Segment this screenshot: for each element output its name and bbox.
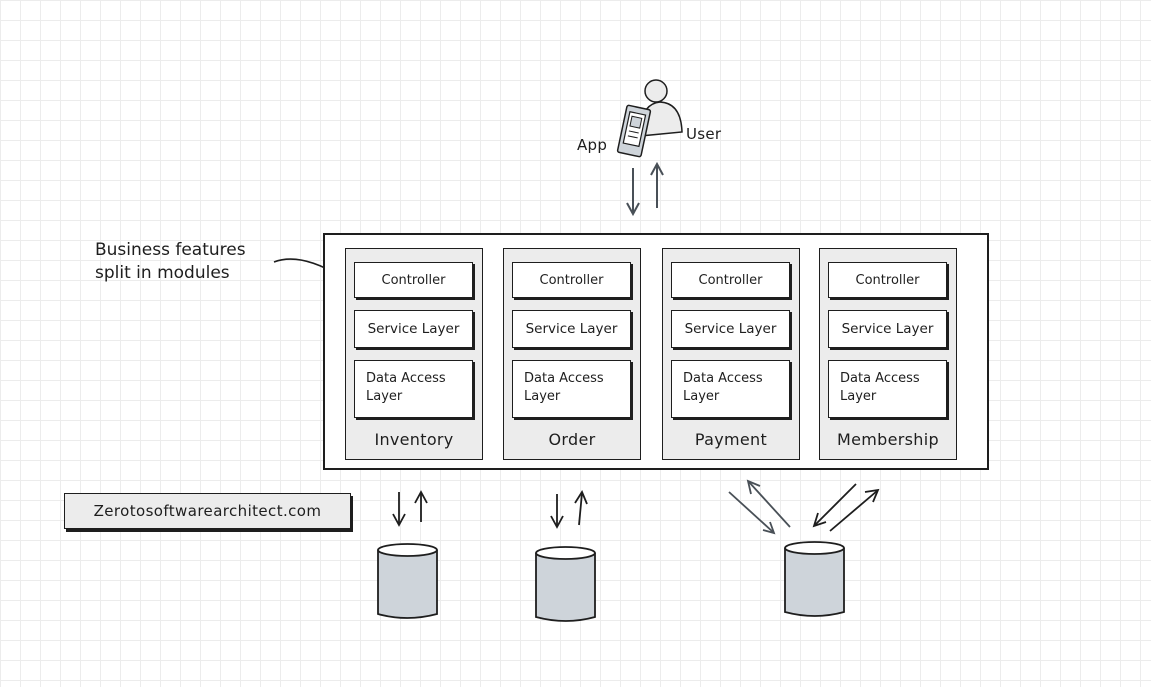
membership-db-arrows (812, 483, 880, 532)
user-to-system-arrow (626, 168, 640, 217)
module-label-payment: Payment (694, 430, 768, 449)
controller-box: Controller (828, 262, 947, 298)
data-access-layer-box: Data Access Layer (512, 360, 631, 418)
annotation-line-1: Business features (95, 240, 246, 260)
app-label: App (577, 136, 608, 154)
user-label: User (686, 125, 722, 143)
app-phone-icon (616, 104, 652, 158)
module-order: Controller Service Layer Data Access Lay… (503, 248, 641, 460)
service-layer-box: Service Layer (354, 310, 473, 348)
service-layer-box: Service Layer (671, 310, 790, 348)
system-to-user-arrow (650, 161, 664, 208)
inventory-db-arrows (392, 490, 428, 527)
website-label: Zerotosoftwarearchitect.com (64, 493, 351, 529)
module-label-order: Order (548, 430, 596, 449)
module-membership: Controller Service Layer Data Access Lay… (819, 248, 957, 460)
order-database-icon (535, 546, 596, 622)
service-layer-box: Service Layer (512, 310, 631, 348)
controller-box: Controller (354, 262, 473, 298)
modules-annotation: Business features split in modules (95, 239, 295, 285)
module-label-membership: Membership (837, 430, 939, 449)
payment-db-arrows (728, 479, 791, 535)
data-access-layer-box: Data Access Layer (354, 360, 473, 418)
inventory-database-icon (377, 543, 438, 619)
data-access-layer-box: Data Access Layer (828, 360, 947, 418)
data-access-layer-box: Data Access Layer (671, 360, 790, 418)
order-db-arrows (550, 490, 588, 529)
user-icon (639, 79, 683, 137)
module-payment: Controller Service Layer Data Access Lay… (662, 248, 800, 460)
controller-box: Controller (512, 262, 631, 298)
module-inventory: Controller Service Layer Data Access Lay… (345, 248, 483, 460)
annotation-line-2: split in modules (95, 263, 230, 283)
service-layer-box: Service Layer (828, 310, 947, 348)
controller-box: Controller (671, 262, 790, 298)
monolith-container: Controller Service Layer Data Access Lay… (323, 233, 989, 470)
payment-membership-database-icon (784, 541, 845, 617)
module-label-inventory: Inventory (374, 430, 454, 449)
